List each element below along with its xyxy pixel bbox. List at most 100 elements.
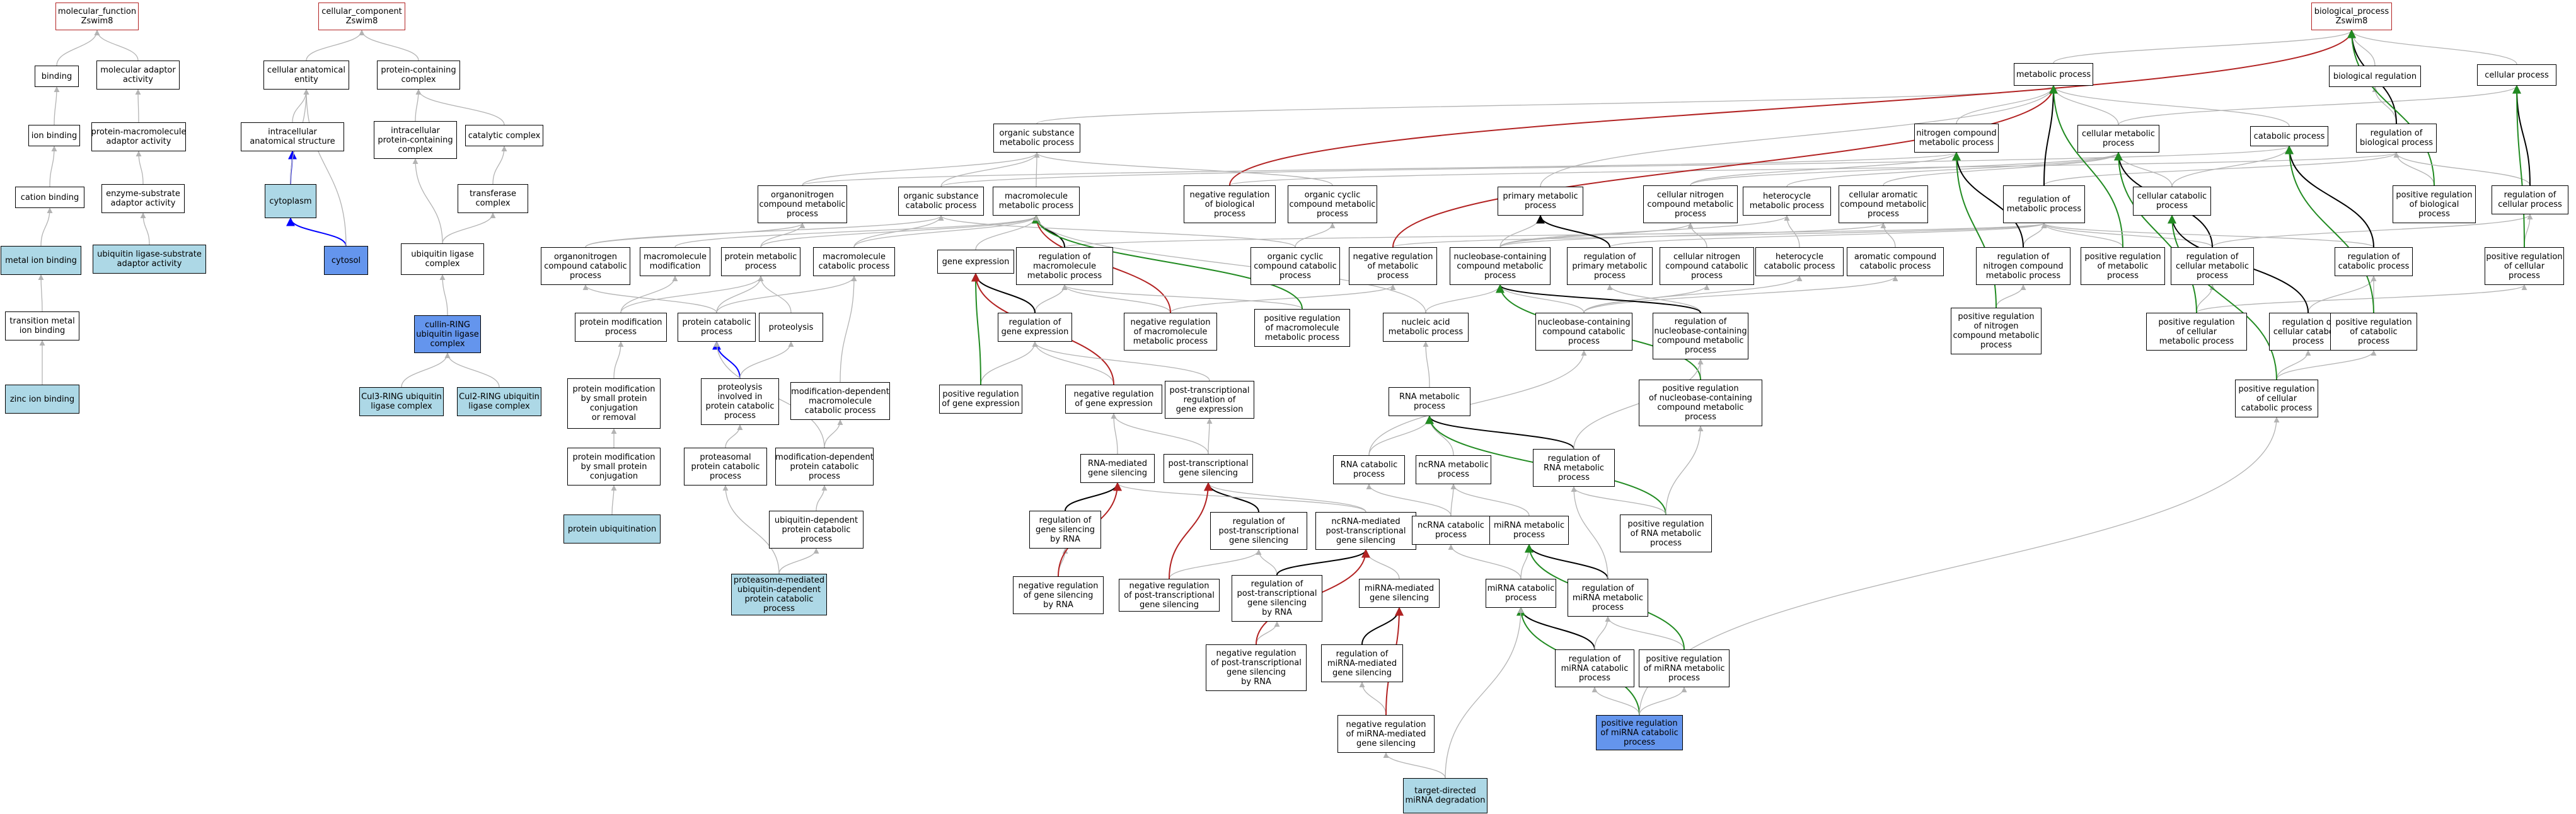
term-label-line: post-transcriptional [1218,526,1299,536]
term-label-line: modification-dependent [791,387,889,397]
term-label-line: protein modification [572,452,656,462]
term-label-line: catabolic process [2241,403,2313,413]
term-label-line: Zswim8 [81,16,113,26]
term-label-line: process [1317,209,1348,219]
term-label-line: miRNA-mediated [1364,584,1435,593]
edge-is-a [1639,417,2280,716]
term-label-line: organic cyclic [1304,190,1361,200]
edge-is-a [444,352,500,388]
term-label-line: negative regulation [1353,252,1433,262]
term-label-line: regulation of [2347,252,2400,262]
term-label-line: of post-transcriptional [1211,658,1302,668]
edge-pos [2049,84,2123,248]
edge-is-a [56,30,100,66]
edge-is-a [1425,284,1503,313]
edge-is-a [2393,152,2435,186]
term-label-line: process [1668,673,1700,683]
term-label-line: cellular metabolic [2176,261,2249,271]
term-label-line: process [1980,340,2012,350]
term-label-line: gene silencing [1228,535,1289,545]
term-label-line: cellular_component [321,7,402,16]
term-label-line: negative regulation [1216,649,1297,658]
term-label-line: of nucleobase-containing [1649,393,1752,403]
term-label-line: metabolic process [2006,204,2082,214]
edge-is-a [2196,284,2527,313]
edge-is-a [1499,215,1544,248]
term-label-line: protein catabolic [790,462,859,472]
term-label-line: catalytic complex [468,131,541,141]
term-label-line: ion binding [19,326,66,335]
term-label-line: cytoplasm [269,196,312,206]
term-label-line: entity [294,75,318,84]
term-label-line: zinc ion binding [9,394,75,404]
go-term-cytoplasm: cytoplasm [265,184,316,218]
term-label-line: regulation of [2282,317,2335,327]
edge-neg [1229,29,2356,186]
edge-is-a [1690,152,1960,186]
term-label-line: cellular metabolic [2082,129,2155,139]
term-label-line: process [1435,530,1467,540]
edge-is-a [1690,152,2122,186]
edge-is-a [415,89,422,122]
term-label-line: process [800,534,832,544]
term-label-line: miRNA-mediated [1327,658,1397,668]
term-label-line: gene silencing [1332,668,1392,678]
term-label-line: organic substance [999,129,1075,138]
term-label-line: biological process [2359,138,2434,148]
term-label-line: process [2418,209,2450,219]
term-label-line: process [1558,472,1590,482]
term-label-line: metabolic process [1919,138,1994,148]
edge-pos [2347,29,2435,186]
edge-regulates [2512,84,2531,186]
term-label-line: process [1594,270,1626,281]
term-label-line: protein ubiquitination [567,524,657,534]
edge-neg [1169,482,1213,579]
edge-is-a [1497,284,1585,313]
edge-regulates [1276,549,1370,576]
edge-is-a [1064,223,2047,248]
term-label-line: process [809,471,840,481]
edge-is-a [1423,341,1430,388]
term-label-line: process [570,270,601,281]
edge-is-a [620,276,678,313]
term-label-line: positive regulation [2335,317,2412,327]
edge-is-a [2171,146,2292,187]
term-label-line: intracellular [268,127,317,137]
term-label-line: organic substance [903,192,979,201]
edge-is-a [1883,152,2122,186]
edge-neg [1392,84,2058,248]
term-label-line: process [1650,538,1682,548]
term-label-line: complex [425,259,460,269]
term-label-line: post-transcriptional [1237,589,1317,598]
term-label-line: process [724,411,756,421]
term-label-line: ncRNA catabolic [1418,521,1484,530]
term-label-line: miRNA catabolic [1561,663,1629,673]
term-label-line: positive regulation [2158,317,2235,327]
term-label-line: catabolic process [2253,131,2325,141]
term-label-line: regulation of [1583,252,1636,262]
edge-is-a [674,215,1039,248]
edge-is-a [38,274,44,312]
term-label-line: regulation of [1232,516,1285,526]
term-label-line: cation binding [20,192,79,202]
term-label-line: protein modification [572,385,656,394]
term-label-line: proteolysis [717,383,763,392]
term-label-line: organic cyclic [1267,252,1324,262]
